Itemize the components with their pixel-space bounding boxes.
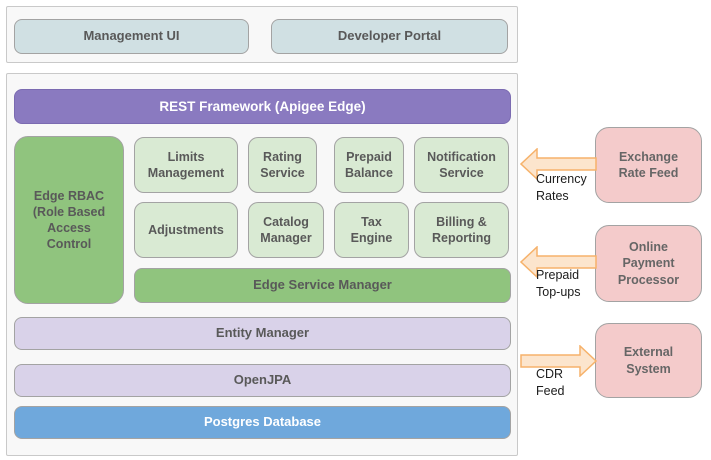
online-payment-processor-node: Online Payment Processor xyxy=(595,225,702,302)
edge-service-manager-bar: Edge Service Manager xyxy=(134,268,511,303)
service-limits-management: Limits Management xyxy=(134,137,238,193)
exchange-rate-feed-node: Exchange Rate Feed xyxy=(595,127,702,203)
service-notification-service: Notification Service xyxy=(414,137,509,193)
arrow-right-icon xyxy=(520,345,597,377)
flow-label-cdr-feed: CDR Feed xyxy=(536,367,565,398)
postgres-database-bar: Postgres Database xyxy=(14,406,511,439)
service-rating-service: Rating Service xyxy=(248,137,317,193)
main-panel: REST Framework (Apigee Edge) Edge RBAC (… xyxy=(6,73,518,456)
arrow-left-icon xyxy=(520,148,597,180)
management-ui-node: Management UI xyxy=(14,19,249,54)
top-panel: Management UI Developer Portal xyxy=(6,6,518,63)
rest-framework-bar: REST Framework (Apigee Edge) xyxy=(14,89,511,124)
service-billing-reporting: Billing & Reporting xyxy=(414,202,509,258)
arrow-left-icon xyxy=(520,246,597,278)
edge-rbac-node: Edge RBAC (Role Based Access Control xyxy=(14,136,124,304)
service-tax-engine: Tax Engine xyxy=(334,202,409,258)
openjpa-bar: OpenJPA xyxy=(14,364,511,397)
service-prepaid-balance: Prepaid Balance xyxy=(334,137,404,193)
external-system-node: External System xyxy=(595,323,702,398)
developer-portal-node: Developer Portal xyxy=(271,19,508,54)
flow-label-currency-rates: Currency Rates xyxy=(536,172,587,203)
service-adjustments: Adjustments xyxy=(134,202,238,258)
flow-label-prepaid-topups: Prepaid Top-ups xyxy=(536,268,581,299)
entity-manager-bar: Entity Manager xyxy=(14,317,511,350)
service-catalog-manager: Catalog Manager xyxy=(248,202,324,258)
